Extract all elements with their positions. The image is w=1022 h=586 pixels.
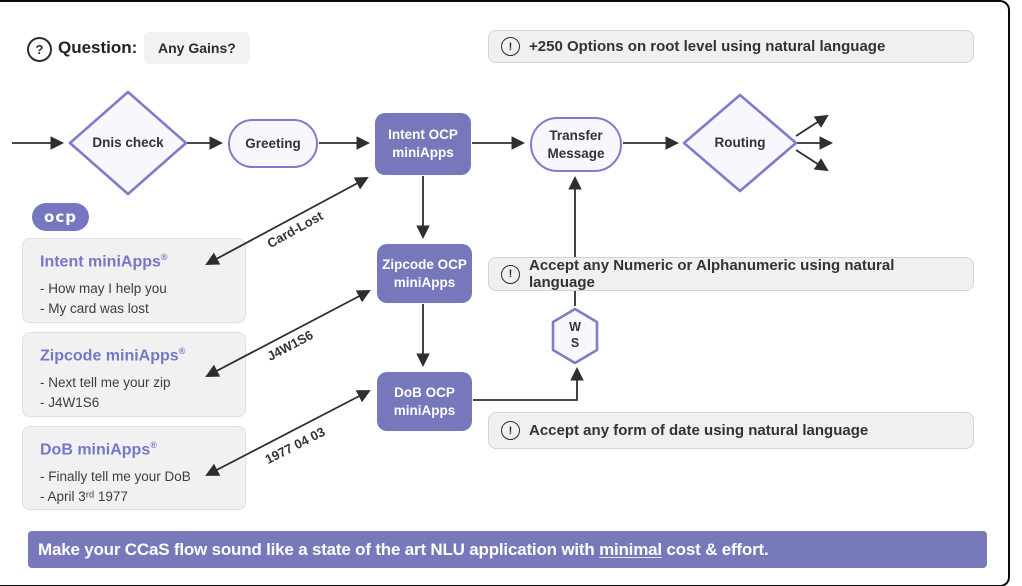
- card-item: - My card was lost: [40, 301, 149, 317]
- exclamation-icon: !: [501, 264, 520, 284]
- edge-routing-out-up: [795, 114, 829, 137]
- registered-mark: ®: [160, 252, 168, 262]
- question-badge: Any Gains?: [144, 32, 250, 64]
- banner-text: Make your CCaS flow sound like a state o…: [38, 539, 769, 559]
- card-title: Intent miniApps®: [40, 252, 168, 271]
- question-label: Question:: [58, 38, 138, 57]
- edge-intentcard-intent: [205, 177, 369, 265]
- card-item: - How may I help you: [40, 281, 167, 297]
- callout-alphanumeric: ! Accept any Numeric or Alphanumeric usi…: [488, 257, 974, 291]
- node-routing-label: Routing: [714, 134, 766, 150]
- banner-underlined-word: minimal: [599, 539, 662, 559]
- registered-mark: ®: [150, 440, 157, 450]
- card-item: - April 3ʳᵈ 1977: [40, 489, 128, 505]
- card-item: - J4W1S6: [40, 395, 100, 411]
- node-webservice-label: W S: [569, 320, 581, 350]
- node-greeting: Greeting: [228, 119, 318, 168]
- registered-mark: ®: [178, 346, 186, 356]
- callout-text: +250 Options on root level using natural…: [529, 38, 886, 55]
- node-intent-ocp-miniapps: Intent OCP miniApps: [375, 113, 471, 175]
- node-transfer-message: Transfer Message: [530, 117, 622, 172]
- callout-text: Accept any Numeric or Alphanumeric using…: [529, 257, 895, 291]
- edge-dob-to-ws: [473, 366, 584, 401]
- node-dnis-check-label: Dnis check: [92, 134, 164, 150]
- dnis-check-diamond: [68, 90, 188, 196]
- edge-dobcard-dob: [205, 390, 371, 476]
- exclamation-icon: !: [501, 421, 520, 440]
- question-mark-icon: ?: [27, 37, 52, 62]
- edge-zipcard-zipcode: [205, 290, 371, 377]
- routing-diamond: [682, 93, 798, 193]
- card-item: - Finally tell me your DoB: [40, 469, 191, 485]
- node-zipcode-ocp-miniapps: Zipcode OCP miniApps: [377, 244, 472, 303]
- card-item: - Next tell me your zip: [40, 375, 171, 391]
- card-title: DoB miniApps®: [40, 440, 157, 459]
- edge-routing-out-down: [795, 149, 829, 172]
- callout-root-options: ! +250 Options on root level using natur…: [488, 30, 974, 63]
- node-dob-ocp-miniapps: DoB OCP miniApps: [377, 372, 472, 431]
- webservice-hexagon: [551, 307, 599, 365]
- callout-date-format: ! Accept any form of date using natural …: [488, 412, 974, 449]
- exclamation-icon: !: [501, 37, 520, 56]
- callout-text: Accept any form of date using natural la…: [529, 422, 869, 439]
- ocp-logo: ocp: [32, 203, 89, 231]
- bottom-banner: Make your CCaS flow sound like a state o…: [28, 531, 987, 568]
- card-title: Zipcode miniApps®: [40, 346, 186, 365]
